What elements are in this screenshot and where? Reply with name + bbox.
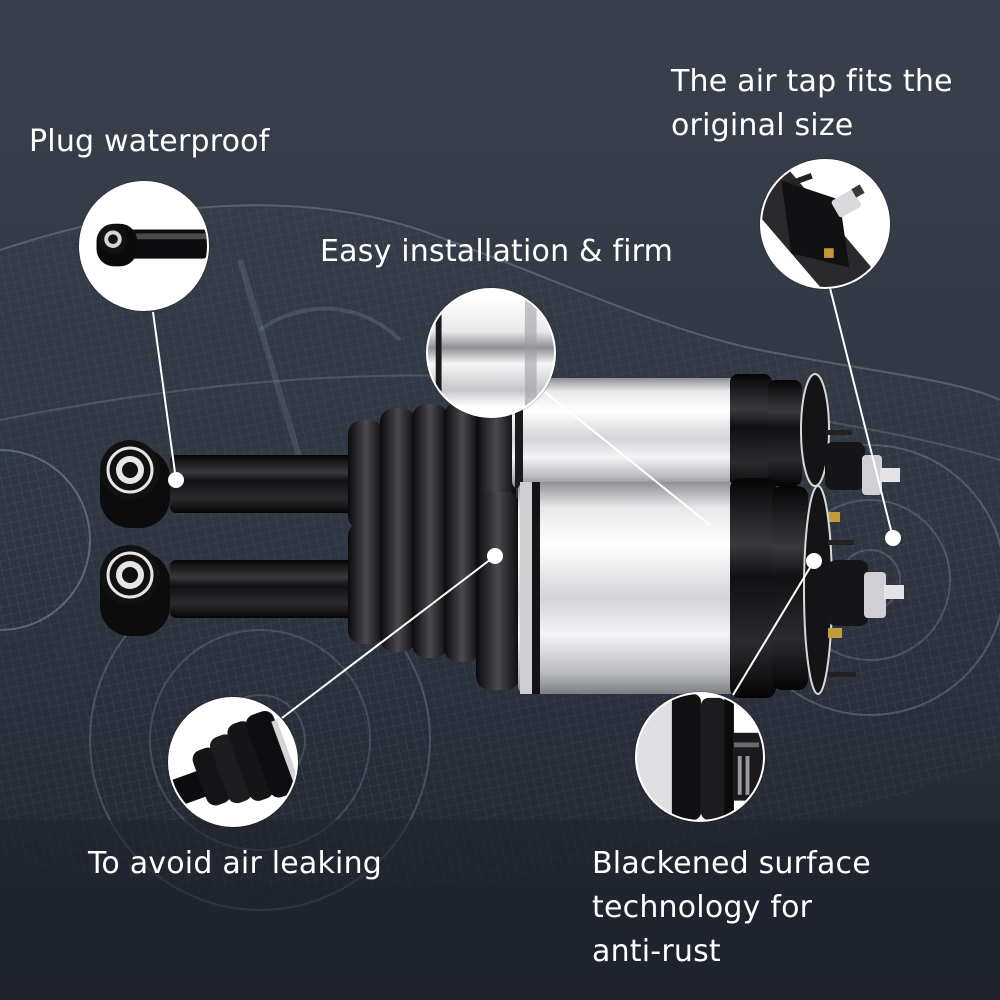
feature-label-plug-waterproof: Plug waterproof (29, 124, 270, 159)
callout-circle-air-tap (760, 159, 890, 289)
lower-strut (100, 478, 904, 698)
feature-label-easy-installation: Easy installation & firm (320, 234, 674, 269)
callout-circle-plug-waterproof (79, 181, 209, 311)
feature-label-air-leaking: To avoid air leaking (88, 846, 383, 881)
callout-circle-easy-installation (426, 288, 556, 418)
callout-circle-anti-rust (635, 692, 765, 822)
callout-anchor-dot-air-leak (487, 548, 503, 564)
callout-anchor-dot-plug (168, 472, 184, 488)
feature-label-anti-rust: Blackened surface technology for anti-ru… (592, 846, 871, 969)
callout-anchor-dot-anti-rust (806, 553, 822, 569)
callout-circle-air-leaking (168, 697, 298, 827)
callout-anchor-dot-air-tap (885, 530, 901, 546)
feature-label-air-tap: The air tap fits the original size (671, 64, 953, 143)
